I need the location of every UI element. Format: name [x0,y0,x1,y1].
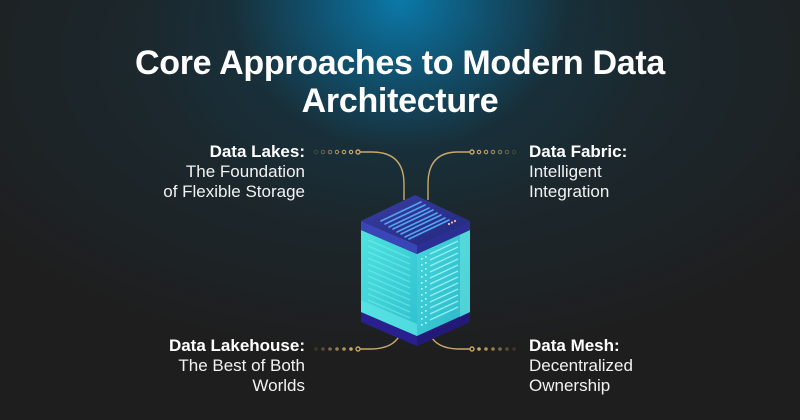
connector-top-right [427,149,475,200]
approach-description-line: Ownership [529,376,611,395]
approach-data-fabric: Data Fabric: Intelligent Integration [529,142,627,202]
approach-description-line: The Foundation [185,162,305,181]
server-cube-icon [361,195,470,346]
title-line-1: Core Approaches to Modern Data [134,44,666,82]
approach-heading: Data Fabric: [529,142,628,161]
approach-description-line: Integration [529,182,610,201]
dot-trail-top-right [476,149,517,155]
approach-description-line: Worlds [252,376,305,395]
approach-data-mesh: Data Mesh: Decentralized Ownership [529,336,633,396]
approach-heading: Data Mesh: [529,336,620,355]
approach-data-lakes: Data Lakes: The Foundation of Flexible S… [163,142,305,202]
approach-description-line: The Best of Both [178,356,305,375]
approach-description-line: Decentralized [529,356,633,375]
title-line-2: Architecture [301,82,499,120]
approach-heading: Data Lakes: [209,142,305,161]
approach-description-line: Intelligent [529,162,602,181]
connector-top-left [355,149,405,200]
approach-data-lakehouse: Data Lakehouse: The Best of Both Worlds [169,336,305,396]
dot-trail-bottom-left [314,347,353,351]
dot-trail-bottom-right [477,347,516,351]
approach-description-line: of Flexible Storage [163,182,305,201]
approach-heading: Data Lakehouse: [168,336,305,355]
dot-trail-top-left [313,149,354,155]
page-title: Core Approaches to Modern Data Architect… [0,44,800,120]
